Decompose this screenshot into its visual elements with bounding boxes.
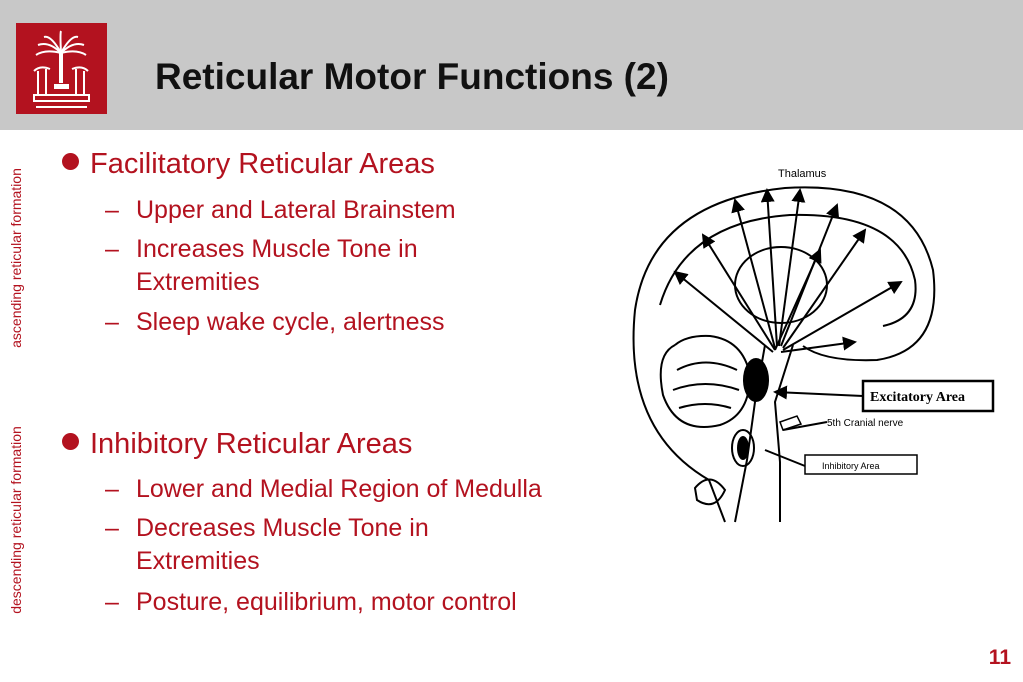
slide-title: Reticular Motor Functions (2) <box>155 56 669 97</box>
sub-item-text: Lower and Medial Region of Medulla <box>136 475 542 503</box>
label-inhibitory-area: Inhibitory Area <box>822 461 880 471</box>
sub-item: –Sleep wake cycle, alertness <box>105 306 535 339</box>
sub-item: –Posture, equilibrium, motor control <box>105 586 625 619</box>
sub-item-text: Sleep wake cycle, alertness <box>136 308 445 336</box>
bullet-facilitatory: Facilitatory Reticular Areas <box>62 148 435 181</box>
page-number: 11 <box>988 646 1011 669</box>
round-bullet-icon <box>62 433 79 450</box>
round-bullet-icon <box>62 153 79 170</box>
bullet-heading: Facilitatory Reticular Areas <box>90 148 435 180</box>
bullet-heading: Inhibitory Reticular Areas <box>90 428 413 460</box>
sub-item: –Increases Muscle Tone in Extremities <box>105 233 525 299</box>
brain-diagram: Thalamus Excitatory Area 5th Cranial ner… <box>615 150 1000 530</box>
sub-item-text: Upper and Lateral Brainstem <box>136 196 456 224</box>
label-thalamus: Thalamus <box>778 168 827 180</box>
palmetto-seal-icon <box>16 23 107 114</box>
label-cranial-nerve: 5th Cranial nerve <box>827 418 904 429</box>
sub-item: –Decreases Muscle Tone in Extremities <box>105 512 525 578</box>
ascending-reticular-label: ascending reticular formation <box>8 168 24 348</box>
label-excitatory-area: Excitatory Area <box>870 390 965 405</box>
sub-item-text: Increases Muscle Tone in Extremities <box>136 235 418 296</box>
sub-item: –Lower and Medial Region of Medulla <box>105 473 645 506</box>
descending-reticular-label: descending reticular formation <box>8 426 24 614</box>
sub-item: –Upper and Lateral Brainstem <box>105 194 535 227</box>
bullet-inhibitory: Inhibitory Reticular Areas <box>62 428 412 461</box>
slide-header: Reticular Motor Functions (2) <box>0 0 1023 130</box>
sub-item-text: Decreases Muscle Tone in Extremities <box>136 514 429 575</box>
brain-diagram-svg: Thalamus Excitatory Area 5th Cranial ner… <box>632 168 995 523</box>
sub-item-text: Posture, equilibrium, motor control <box>136 588 517 616</box>
